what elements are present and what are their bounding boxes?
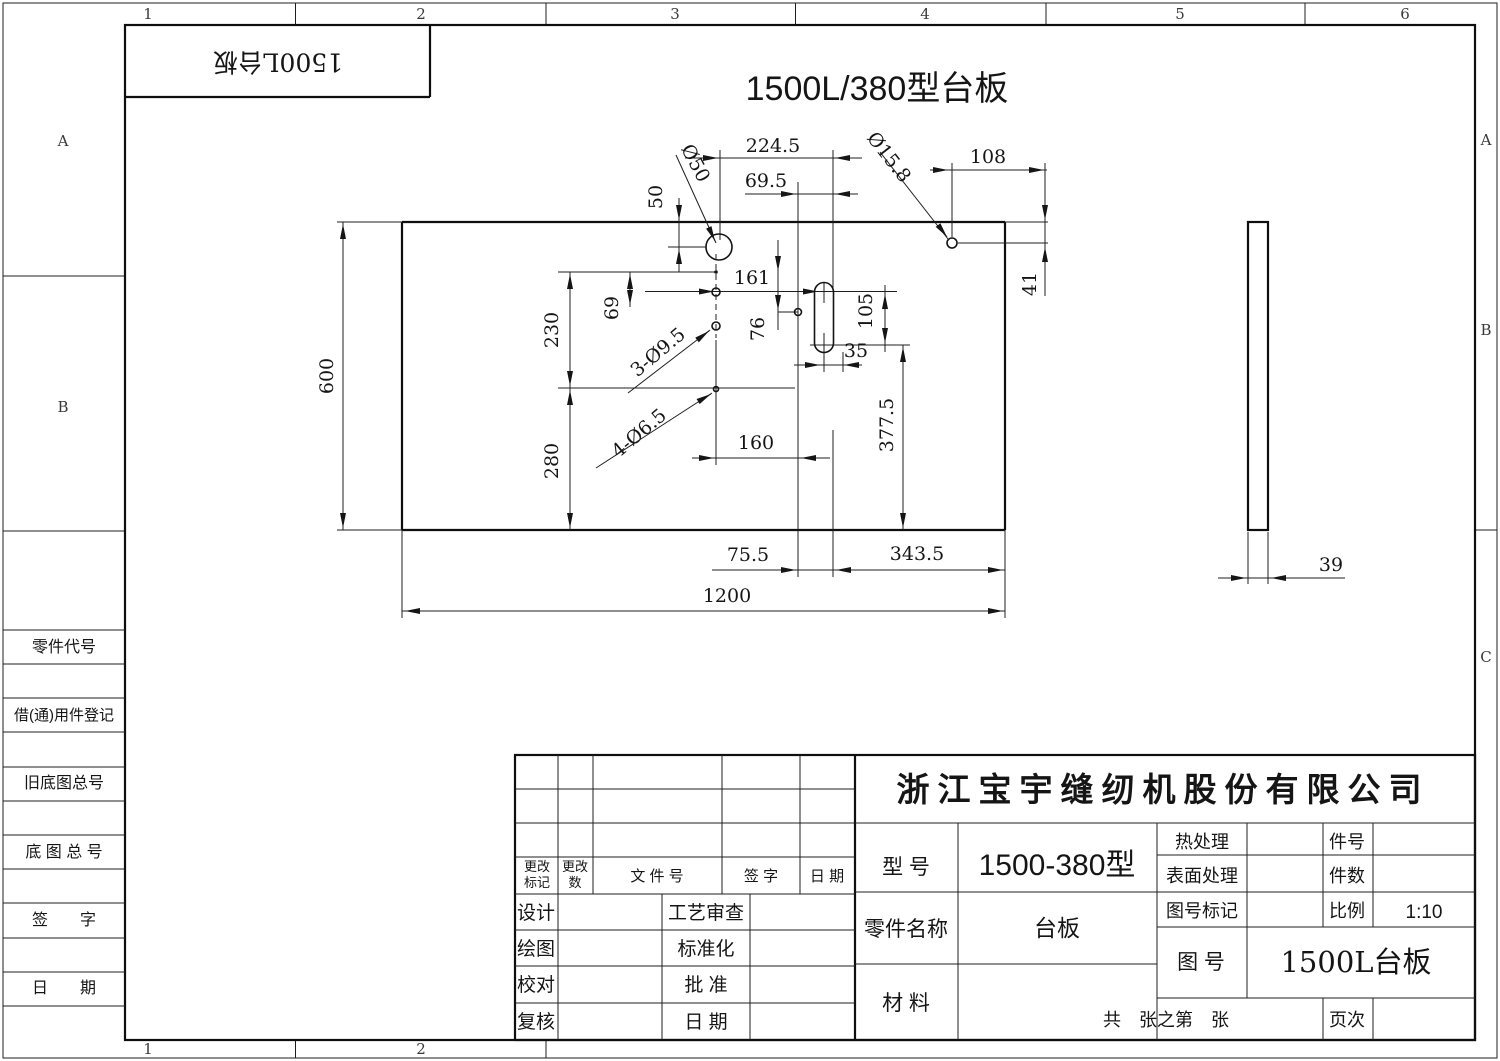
rev-count-label-l2: 数 [568, 875, 581, 890]
drawing-title: 1500L/380型台板 [746, 70, 1009, 108]
zone-top-2: 2 [416, 5, 426, 23]
dim-35: 35 [844, 340, 868, 362]
zone-right-a: A [1480, 131, 1492, 149]
zone-left-b: B [57, 398, 68, 416]
dimension-labels: 224.5 69.5 50 Ø50 Ø15.8 108 41 161 76 10… [316, 128, 1343, 607]
dim-108: 108 [970, 146, 1006, 168]
heat-treatment-label: 热处理 [1175, 832, 1229, 852]
drafting-label: 绘图 [517, 938, 555, 960]
model-label: 型 号 [882, 856, 930, 879]
dim-50: 50 [645, 185, 667, 209]
rev-count-label-l1: 更改 [562, 859, 588, 874]
reference-node [714, 270, 718, 274]
margin-label-date: 日 期 [32, 979, 96, 997]
proofread-label: 校对 [517, 974, 555, 996]
drawing-no-label: 图 号 [1177, 951, 1225, 974]
slot-cutout [813, 281, 835, 354]
zone-top-1: 1 [143, 5, 153, 23]
dimension-arrows [340, 155, 1288, 614]
drawing-mark-label: 图号标记 [1166, 901, 1238, 921]
dim-69: 69 [601, 296, 623, 320]
zone-right-c: C [1480, 648, 1491, 666]
zone-top-5: 5 [1175, 5, 1185, 23]
dim-phi50: Ø50 [676, 140, 714, 185]
dim-160: 160 [738, 432, 774, 454]
scale-value: 1:10 [1406, 902, 1443, 923]
zone-bottom-2: 2 [416, 1040, 426, 1058]
corner-stamp-text: 1500L台板 [213, 48, 343, 77]
hole-phi6-5 [712, 385, 720, 393]
plate-outline [400, 220, 1270, 532]
dim-41: 41 [1019, 272, 1041, 296]
zone-left-a: A [57, 132, 69, 150]
standardization-label: 标准化 [677, 938, 734, 960]
dim-377-5: 377.5 [876, 398, 898, 452]
rev-file-no-label: 文 件 号 [630, 868, 683, 885]
rev-date-label: 日 期 [810, 868, 844, 885]
material-label: 材 料 [882, 992, 930, 1015]
hole-phi9-5-c [711, 321, 721, 331]
date-row-label: 日 期 [684, 1011, 727, 1033]
holes [705, 233, 958, 393]
dim-161: 161 [734, 267, 770, 289]
side-view-outline [1246, 220, 1270, 532]
approval-label: 批 准 [684, 974, 727, 996]
rev-mark-label-l1: 更改 [524, 859, 550, 874]
dim-4-phi6-5: 4-Ø6.5 [607, 404, 670, 462]
dim-phi15-8: Ø15.8 [862, 128, 915, 187]
page-label: 页次 [1329, 1010, 1365, 1030]
dim-280: 280 [541, 443, 563, 479]
left-margin-table: 零件代号 借(通)用件登记 旧底图总号 底 图 总 号 签 字 日 期 [3, 629, 125, 1007]
dim-1200: 1200 [703, 585, 751, 607]
process-review-label: 工艺审查 [668, 902, 744, 924]
model-value: 1500-380型 [979, 849, 1136, 882]
zone-top-3: 3 [670, 5, 680, 23]
dim-76: 76 [747, 317, 769, 341]
part-name-label: 零件名称 [864, 918, 948, 941]
margin-label-borrowed: 借(通)用件登记 [14, 707, 114, 724]
margin-label-old-base: 旧底图总号 [24, 774, 104, 792]
rev-signature-label: 签 字 [744, 868, 778, 885]
dim-69-5: 69.5 [745, 170, 787, 192]
hole-phi50 [705, 233, 733, 261]
zone-bottom-1: 1 [143, 1040, 153, 1058]
dimension-lines [337, 150, 1345, 618]
dim-224-5: 224.5 [746, 135, 800, 157]
scale-label: 比例 [1329, 901, 1365, 921]
design-label: 设计 [517, 902, 555, 924]
margin-label-base-no: 底 图 总 号 [25, 843, 102, 861]
surface-treatment-label: 表面处理 [1166, 866, 1238, 886]
margin-label-signature: 签 字 [32, 911, 96, 929]
dim-343-5: 343.5 [890, 543, 944, 565]
zone-labels: 1 2 3 4 5 6 1 2 A B A B C [57, 5, 1492, 1058]
dim-75-5: 75.5 [727, 544, 769, 566]
part-no-label: 件号 [1329, 832, 1365, 852]
recheck-label: 复核 [517, 1011, 555, 1033]
zone-top-6: 6 [1400, 5, 1410, 23]
rev-mark-label-l2: 标记 [524, 875, 550, 890]
corner-stamp-box: 1500L台板 [125, 25, 432, 99]
qty-label: 件数 [1329, 866, 1365, 886]
margin-label-part-code: 零件代号 [32, 638, 96, 656]
zone-right-b: B [1480, 321, 1491, 339]
dim-105: 105 [855, 293, 877, 329]
dim-600: 600 [316, 358, 338, 394]
dim-230: 230 [541, 312, 563, 348]
drawing-no-value: 1500L台板 [1280, 945, 1431, 979]
part-name-value: 台板 [1034, 915, 1080, 941]
company-name: 浙江宝宇缝纫机股份有限公司 [897, 771, 1430, 808]
zone-top-4: 4 [920, 5, 930, 23]
hole-phi15-8 [946, 237, 958, 249]
dim-39: 39 [1319, 554, 1343, 576]
title-block: 浙江宝宇缝纫机股份有限公司 型 号 1500-380型 零件名称 台板 材 料 … [513, 753, 1477, 1042]
sheet-count-note: 共 张之第 张 [1103, 1010, 1229, 1030]
hole-phi9-5-b [793, 307, 803, 317]
